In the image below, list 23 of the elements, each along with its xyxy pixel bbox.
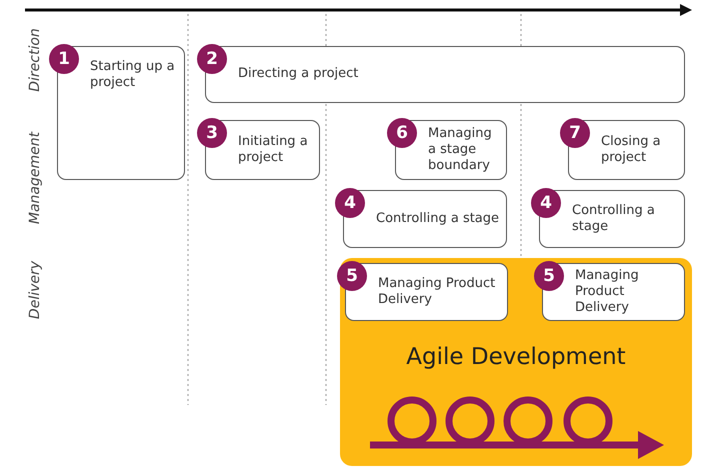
panel-title: Agile Development xyxy=(405,344,627,370)
step-number: 4 xyxy=(335,188,365,218)
process-label: Managing Product Delivery xyxy=(575,268,640,316)
process-label: Managing a stage boundary xyxy=(428,126,493,174)
step-number: 7 xyxy=(560,118,590,148)
process-label: Directing a project xyxy=(238,66,358,83)
step-number: 5 xyxy=(534,261,564,291)
process-label: Controlling a stage xyxy=(376,210,500,228)
step-number: 1 xyxy=(49,44,79,74)
process-label: Managing Product Delivery xyxy=(378,276,496,308)
process-label: Controlling a stage xyxy=(572,202,656,236)
step-number: 6 xyxy=(387,118,417,148)
process-label: Closing a project xyxy=(601,134,662,166)
step-number: 4 xyxy=(531,188,561,218)
process-label: Starting up a project xyxy=(90,59,176,92)
agile-panel xyxy=(340,258,692,466)
lane-label: Direction xyxy=(26,28,43,92)
step-number: 5 xyxy=(337,261,367,291)
step-number: 2 xyxy=(197,44,227,74)
process-label: Initiating a project xyxy=(238,134,309,166)
lane-label: Delivery xyxy=(27,260,44,320)
lane-label: Management xyxy=(27,132,44,224)
step-number: 3 xyxy=(197,118,227,148)
